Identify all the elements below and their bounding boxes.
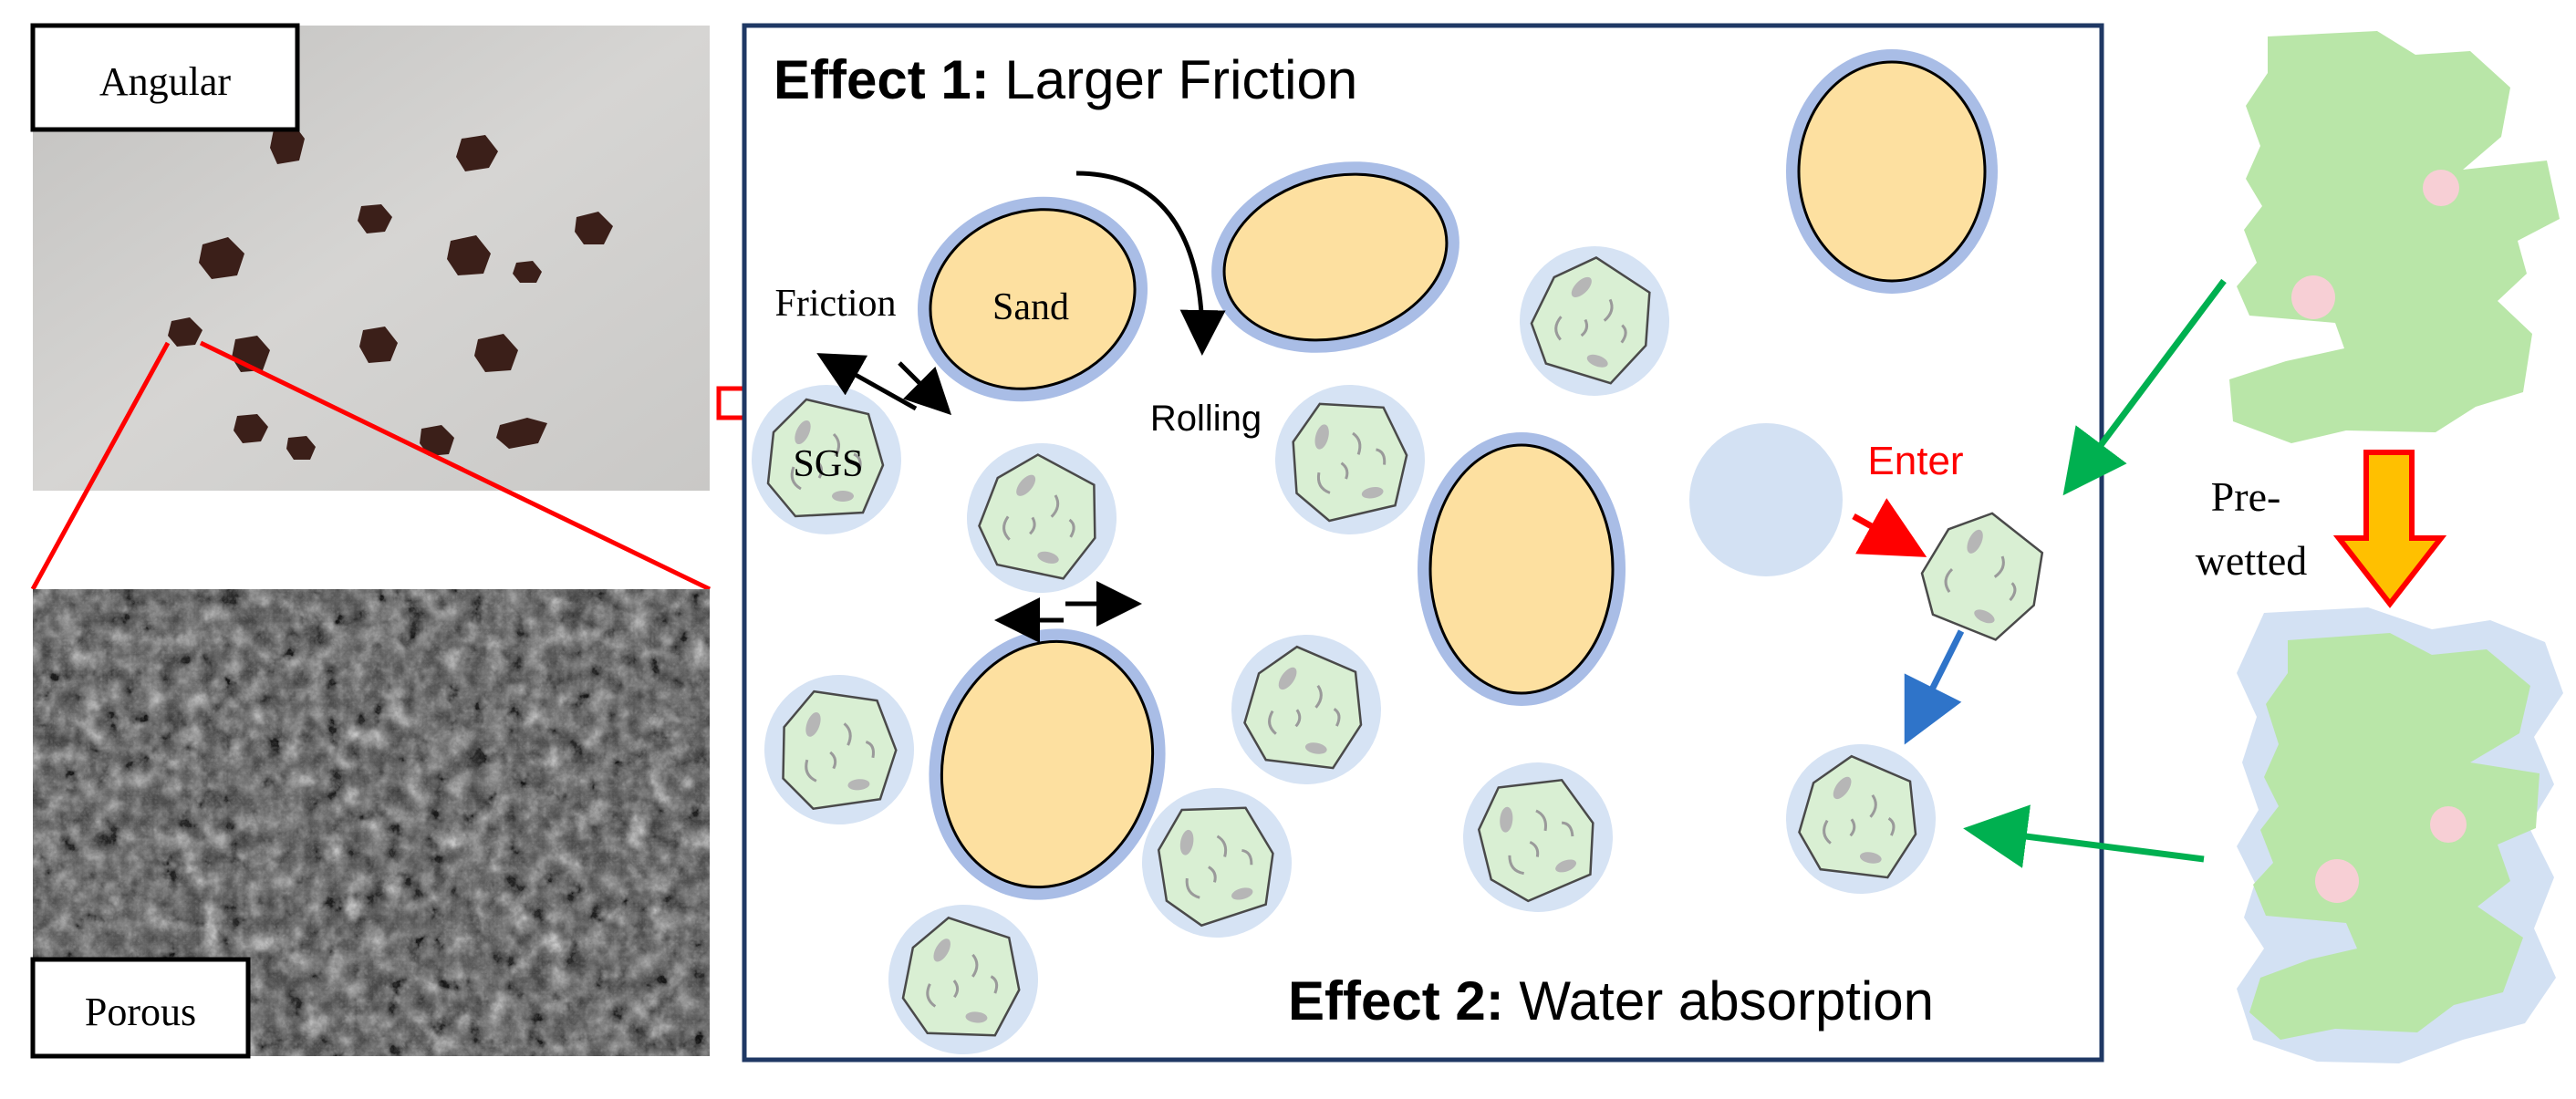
- prewetted-label-line2: wetted: [2196, 537, 2308, 584]
- rolling-arrow-icon: [1075, 171, 1226, 356]
- zoom-lines: [30, 340, 712, 592]
- sand-particle: [1211, 161, 1459, 353]
- effect-2-text: Water absorption: [1504, 970, 1934, 1032]
- angular-label: Angular: [99, 59, 232, 104]
- effect-2-prefix: Effect 2:: [1288, 970, 1504, 1032]
- effect-2-title: Effect 2: Water absorption: [1288, 970, 1934, 1032]
- water-droplet: [1689, 423, 1843, 576]
- sand-particles: [917, 49, 1998, 900]
- sand-particle: [917, 196, 1148, 402]
- pore: [2423, 170, 2459, 206]
- effect-1-title: Effect 1: Larger Friction: [774, 49, 1357, 110]
- sand-particle: [1418, 432, 1626, 706]
- rolling-label: Rolling: [1150, 399, 1262, 439]
- green-arrow-from-wet-icon: [1963, 804, 2205, 868]
- green-arrow-from-dry-icon: [2062, 278, 2227, 496]
- friction-label: Friction: [775, 283, 897, 325]
- porous-label: Porous: [85, 990, 196, 1034]
- absorb-arrow-icon: [1904, 629, 1965, 745]
- friction-arrow-right-icon: [898, 361, 952, 416]
- pore: [2291, 275, 2335, 319]
- enter-arrow-icon: [1852, 498, 1927, 557]
- prewetted-label-line1: Pre-: [2211, 473, 2281, 520]
- effect-1-prefix: Effect 1:: [774, 49, 990, 110]
- sgs-label: SGS: [793, 443, 863, 485]
- sand-particle: [1786, 49, 1998, 294]
- sand-particle: [929, 628, 1166, 900]
- sgs-particles: [750, 223, 2044, 1063]
- friction-arrows: [816, 171, 1226, 643]
- effect-1-text: Larger Friction: [990, 49, 1357, 110]
- enter-label: Enter: [1867, 439, 1963, 483]
- pore: [2430, 806, 2467, 843]
- down-block-arrow-icon: [2332, 450, 2447, 608]
- pore: [2315, 859, 2359, 903]
- sgs-particle-entering: [1920, 512, 2044, 641]
- dry-sponge: [2229, 31, 2560, 443]
- angular-label-box: [30, 23, 300, 132]
- porous-sem-image: Porous: [30, 589, 710, 1059]
- angular-photo: Angular: [30, 23, 710, 491]
- friction-arrow-left-icon: [816, 353, 918, 411]
- porous-label-box: [30, 957, 251, 1059]
- prewetted-sponge: [2237, 607, 2563, 1063]
- sand-label: Sand: [992, 286, 1069, 328]
